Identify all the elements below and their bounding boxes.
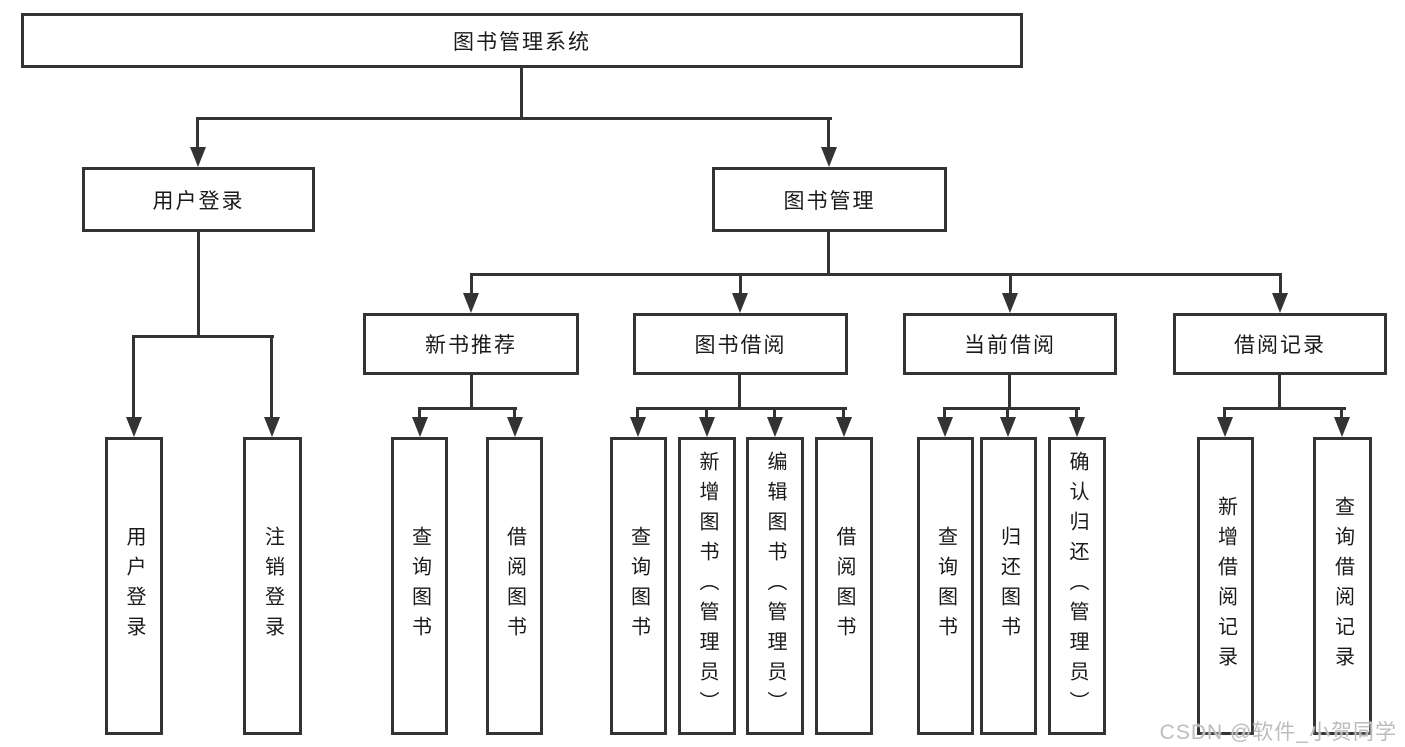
arrowhead-down-icon (1069, 417, 1085, 437)
leaf-borrow-borrow-books-label: 借阅图书 (833, 526, 855, 646)
arrowhead-down-icon (1334, 417, 1350, 437)
node-current-borrowing: 当前借阅 (903, 313, 1117, 375)
leaf-borrow-edit-books-admin: 编辑图书（管理员） (746, 437, 804, 735)
connector-vline (827, 232, 830, 276)
node-book-borrowing-label: 图书借阅 (694, 334, 787, 357)
connector-hline (197, 117, 832, 120)
connector-hline (418, 407, 517, 410)
node-user-login: 用户登录 (82, 167, 315, 232)
leaf-current-query-books-label: 查询图书 (934, 526, 957, 646)
arrowhead-down-icon (1217, 417, 1233, 437)
connector-vline (1006, 407, 1009, 421)
arrowhead-down-icon (190, 147, 206, 167)
node-book-management-label: 图书管理 (783, 189, 876, 213)
arrowhead-down-icon (264, 417, 280, 437)
leaf-current-return-books-label: 归还图书 (997, 526, 1020, 646)
csdn-watermark: CSDN @软件_小贺同学 (1159, 721, 1397, 744)
node-user-login-label: 用户登录 (152, 189, 245, 213)
arrowhead-down-icon (836, 417, 852, 437)
leaf-record-add-borrow-record-label: 新增借阅记录 (1214, 496, 1237, 676)
connector-vline (1279, 273, 1282, 297)
node-borrowing-records-label: 借阅记录 (1234, 334, 1326, 357)
connector-vline (738, 375, 741, 410)
leaf-record-query-borrow-record-label: 查询借阅记录 (1331, 496, 1354, 676)
arrowhead-down-icon (767, 417, 783, 437)
connector-vline (705, 407, 708, 421)
connector-vline (196, 117, 199, 151)
connector-vline (1075, 407, 1078, 421)
connector-vline (132, 335, 135, 421)
connector-vline (827, 117, 830, 151)
leaf-borrow-query-books-label: 查询图书 (627, 526, 650, 646)
leaf-logout-label: 注销登录 (261, 526, 284, 646)
arrowhead-down-icon (821, 147, 837, 167)
leaf-borrow-query-books: 查询图书 (610, 437, 667, 735)
connector-vline (773, 407, 776, 421)
node-new-book-recommend-label: 新书推荐 (425, 334, 517, 357)
leaf-current-return-books: 归还图书 (980, 437, 1037, 735)
arrowhead-down-icon (1002, 293, 1018, 313)
leaf-newbook-borrow-books: 借阅图书 (486, 437, 543, 735)
leaf-newbook-query-books-label: 查询图书 (408, 526, 431, 646)
connector-vline (513, 407, 516, 421)
arrowhead-down-icon (1272, 293, 1288, 313)
leaf-logout: 注销登录 (243, 437, 302, 735)
leaf-record-add-borrow-record: 新增借阅记录 (1197, 437, 1254, 735)
arrowhead-down-icon (126, 417, 142, 437)
arrowhead-down-icon (630, 417, 646, 437)
node-new-book-recommend: 新书推荐 (363, 313, 579, 375)
connector-vline (842, 407, 845, 421)
connector-vline (418, 407, 421, 421)
connector-vline (943, 407, 946, 421)
arrowhead-down-icon (937, 417, 953, 437)
leaf-record-query-borrow-record: 查询借阅记录 (1313, 437, 1372, 735)
node-library-system-label: 图书管理系统 (453, 30, 591, 54)
connector-vline (1223, 407, 1226, 421)
leaf-current-query-books: 查询图书 (917, 437, 974, 735)
connector-hline (943, 407, 1080, 410)
connector-hline (1223, 407, 1346, 410)
connector-vline (270, 335, 273, 421)
leaf-borrow-edit-books-admin-label: 编辑图书（管理员） (764, 451, 786, 721)
node-borrowing-records: 借阅记录 (1173, 313, 1387, 375)
connector-hline (133, 335, 274, 338)
connector-vline (1009, 273, 1012, 297)
leaf-user-login-label: 用户登录 (123, 526, 145, 646)
connector-vline (470, 375, 473, 410)
connector-hline (470, 273, 1282, 276)
leaf-newbook-query-books: 查询图书 (391, 437, 448, 735)
connector-hline (637, 407, 847, 410)
connector-vline (1008, 375, 1011, 410)
leaf-current-confirm-return-admin-label: 确认归还（管理员） (1066, 451, 1088, 721)
arrowhead-down-icon (699, 417, 715, 437)
leaf-borrow-borrow-books: 借阅图书 (815, 437, 873, 735)
leaf-newbook-borrow-books-label: 借阅图书 (503, 526, 526, 646)
node-book-management: 图书管理 (712, 167, 947, 232)
connector-vline (520, 66, 523, 120)
leaf-borrow-add-books-admin: 新增图书（管理员） (678, 437, 736, 735)
connector-vline (636, 407, 639, 421)
connector-vline (470, 273, 473, 297)
node-current-borrowing-label: 当前借阅 (964, 334, 1056, 357)
connector-vline (1278, 375, 1281, 410)
arrowhead-down-icon (1000, 417, 1016, 437)
leaf-current-confirm-return-admin: 确认归还（管理员） (1048, 437, 1106, 735)
connector-vline (197, 232, 200, 338)
arrowhead-down-icon (412, 417, 428, 437)
arrowhead-down-icon (463, 293, 479, 313)
connector-vline (739, 273, 742, 297)
leaf-user-login: 用户登录 (105, 437, 163, 735)
node-book-borrowing: 图书借阅 (633, 313, 848, 375)
connector-vline (1340, 407, 1343, 421)
leaf-borrow-add-books-admin-label: 新增图书（管理员） (696, 451, 718, 721)
arrowhead-down-icon (732, 293, 748, 313)
node-library-system: 图书管理系统 (21, 13, 1023, 68)
arrowhead-down-icon (507, 417, 523, 437)
